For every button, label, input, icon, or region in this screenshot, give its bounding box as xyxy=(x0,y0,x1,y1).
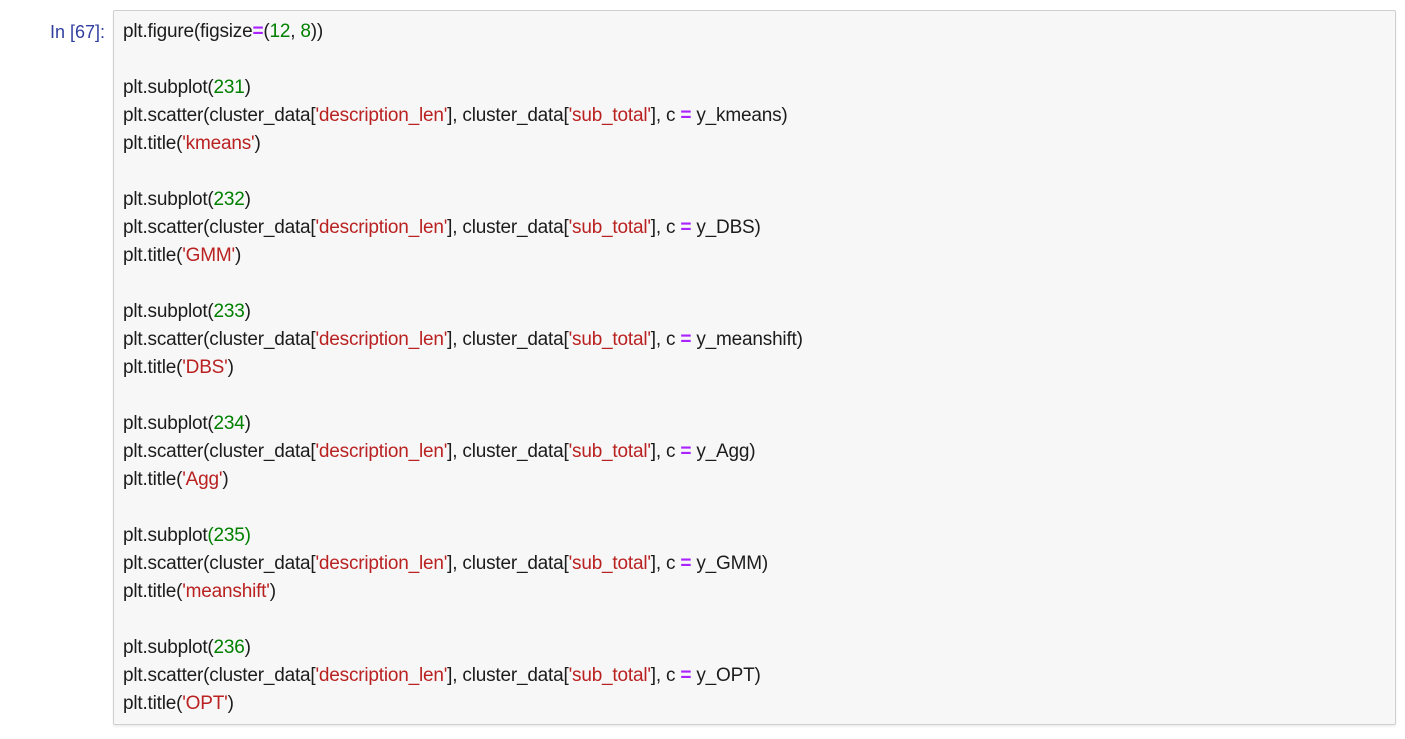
code-line: plt.title('Agg') xyxy=(123,469,229,490)
code-line: plt.title('GMM') xyxy=(123,245,242,266)
code-line xyxy=(123,46,1387,74)
code-line xyxy=(123,158,1387,186)
code-line: plt.scatter(cluster_data['description_le… xyxy=(123,441,756,462)
code-editor[interactable]: plt.figure(figsize=(12, 8)) plt.subplot(… xyxy=(113,10,1396,725)
input-prompt: In [67]: xyxy=(49,22,105,42)
code-line: plt.title('meanshift') xyxy=(123,581,276,602)
code-line: plt.scatter(cluster_data['description_le… xyxy=(123,553,769,574)
code-line: plt.title('OPT') xyxy=(123,693,234,714)
code-line: plt.title('kmeans') xyxy=(123,133,261,154)
code-line: plt.subplot(232) xyxy=(123,189,251,210)
code-line: plt.subplot(234) xyxy=(123,413,251,434)
code-line: plt.subplot(235) xyxy=(123,525,251,546)
code-line: plt.figure(figsize=(12, 8)) xyxy=(123,21,324,42)
code-line: plt.scatter(cluster_data['description_le… xyxy=(123,665,761,686)
code-line xyxy=(123,606,1387,634)
code-line xyxy=(123,494,1387,522)
code-line: plt.subplot(231) xyxy=(123,77,251,98)
code-line: plt.subplot(233) xyxy=(123,301,251,322)
code-line xyxy=(123,270,1387,298)
code-line: plt.scatter(cluster_data['description_le… xyxy=(123,105,788,126)
code-line xyxy=(123,382,1387,410)
code-line: plt.scatter(cluster_data['description_le… xyxy=(123,329,803,350)
code-line: plt.scatter(cluster_data['description_le… xyxy=(123,217,761,238)
code-line: plt.title('DBS') xyxy=(123,357,234,378)
code-line: plt.subplot(236) xyxy=(123,637,251,658)
